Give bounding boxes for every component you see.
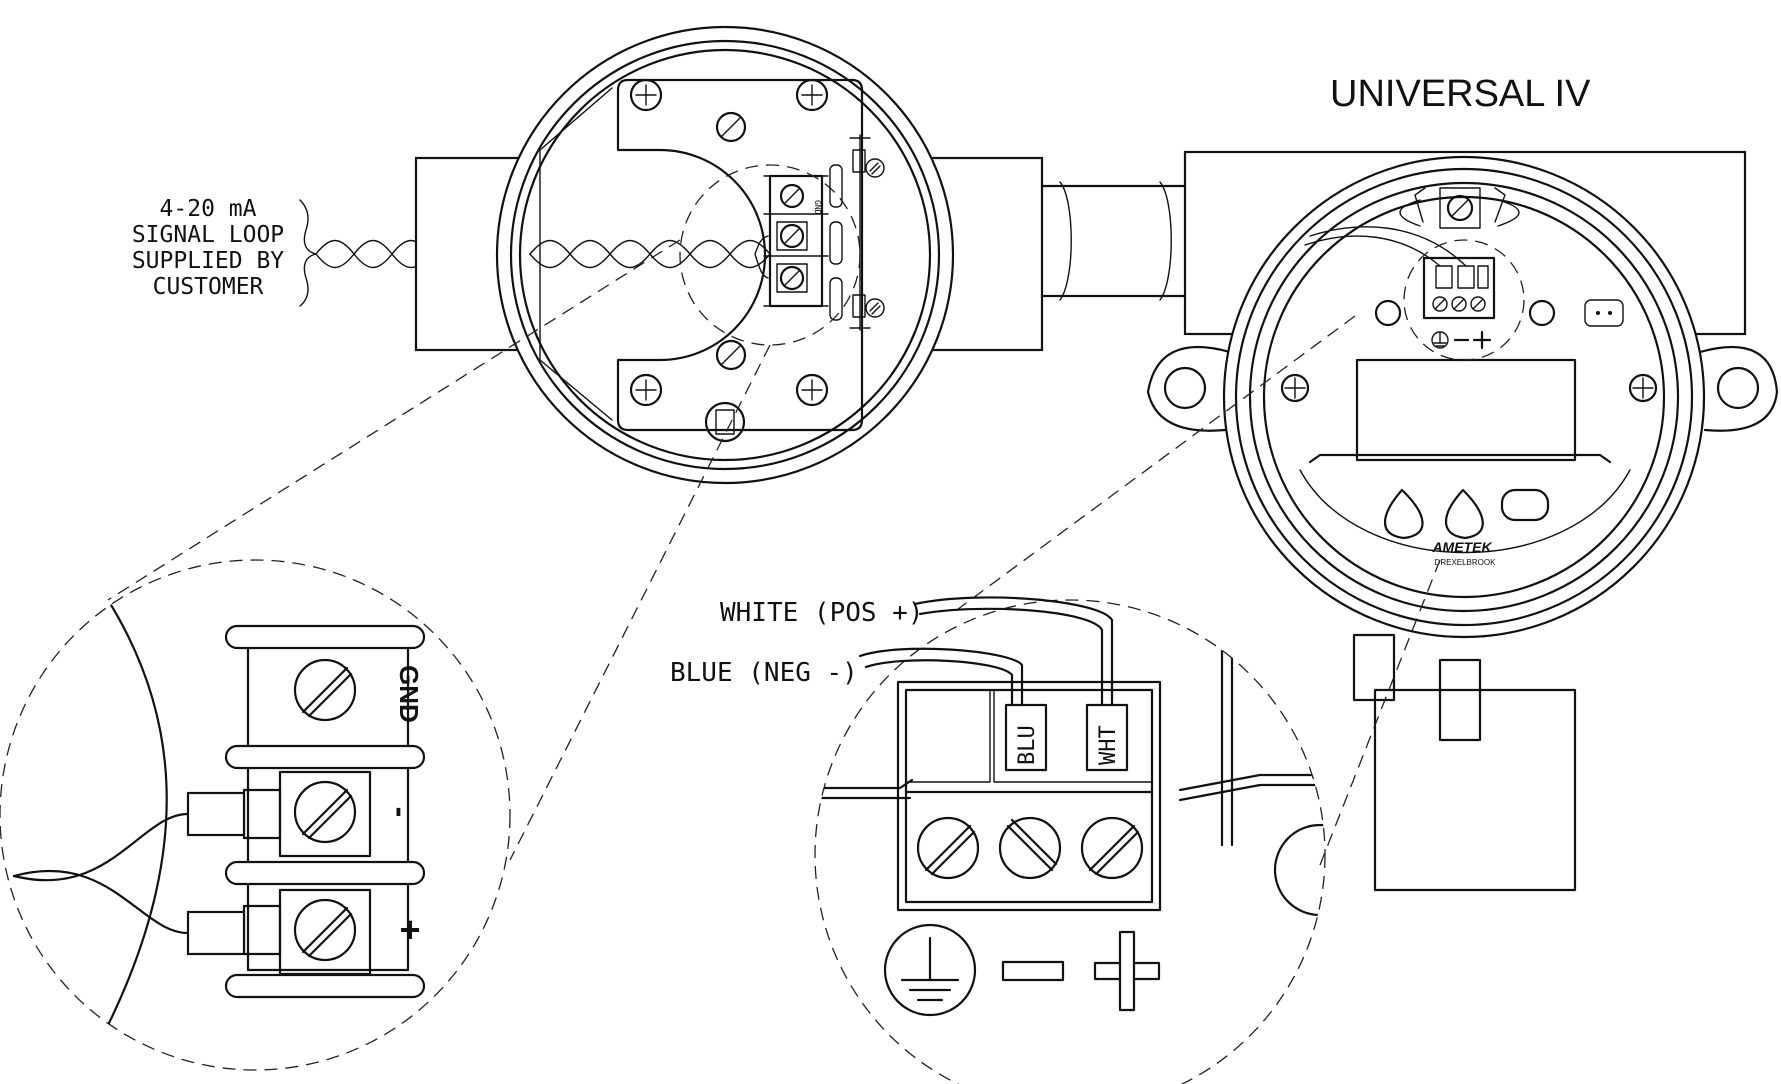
slot-screw-top bbox=[715, 111, 747, 143]
tube-label-blu: BLU bbox=[1015, 725, 1040, 765]
housing-screw-right bbox=[1628, 373, 1658, 403]
zoom-screw-3 bbox=[1080, 816, 1144, 880]
plus-symbol-icon bbox=[1093, 930, 1161, 1012]
plate-screw-br bbox=[795, 373, 829, 407]
right-zoom-detail: BLU WHT WHITE (POS +) BLUE (NEG -) bbox=[670, 596, 1326, 1084]
button-middle bbox=[1445, 488, 1484, 540]
jbox-gnd-small-label: GND bbox=[813, 200, 822, 215]
zoom-screw-1 bbox=[916, 816, 980, 880]
signal-label-line-3: SUPPLIED BY bbox=[132, 248, 284, 274]
jbox-term-pos bbox=[776, 263, 808, 293]
plate-screw-bl bbox=[629, 373, 663, 407]
mini-screw-3 bbox=[1470, 296, 1486, 312]
wire-label-white: WHITE (POS +) bbox=[720, 598, 924, 628]
jbox-plate bbox=[616, 78, 864, 432]
transmitter-housing: AMETEK DREXELBROOK bbox=[1040, 150, 1779, 892]
top-slot-screw bbox=[1439, 187, 1481, 229]
label-brace bbox=[299, 199, 317, 307]
zoom-transmitter-terminal bbox=[896, 680, 1162, 912]
zoom-screw-neg bbox=[242, 770, 372, 858]
ground-symbol-icon bbox=[883, 923, 977, 1017]
jbox-term-gnd bbox=[779, 183, 805, 209]
jbox-term-neg bbox=[776, 221, 808, 251]
mini-screw-1 bbox=[1432, 296, 1448, 312]
button-right bbox=[1500, 488, 1550, 522]
zoom-terminal-strip bbox=[246, 638, 410, 972]
signal-label-line-1: 4-20 mA bbox=[160, 196, 257, 222]
left-zoom-detail: GND - + bbox=[0, 559, 511, 1071]
zoom-screw-pos bbox=[242, 888, 372, 976]
minus-symbol-icon bbox=[1001, 960, 1065, 982]
mini-screw-2 bbox=[1451, 296, 1467, 312]
zoom-label-pos: + bbox=[399, 909, 420, 950]
slot-screw-bottom bbox=[715, 339, 747, 371]
twisted-pair-outside bbox=[315, 239, 431, 269]
button-left bbox=[1384, 488, 1424, 540]
housing-screw-left bbox=[1280, 373, 1310, 403]
signal-label-line-4: CUSTOMER bbox=[153, 274, 264, 300]
signal-loop-label: 4-20 mA SIGNAL LOOP SUPPLIED BY CUSTOMER bbox=[132, 196, 317, 307]
jbox-outer-ring bbox=[495, 25, 955, 485]
zoom-screw-gnd bbox=[293, 658, 357, 722]
zoom-label-neg: - bbox=[383, 807, 419, 818]
brand-logo: AMETEK bbox=[1431, 539, 1492, 555]
transmitter-outer-ring bbox=[1222, 155, 1706, 639]
plate-screw-tl bbox=[629, 78, 663, 112]
sub-brand-logo: DREXELBROOK bbox=[1435, 558, 1497, 567]
tube-wht bbox=[1085, 703, 1129, 772]
zoom-screw-2 bbox=[998, 816, 1062, 880]
signal-label-line-2: SIGNAL LOOP bbox=[132, 222, 284, 248]
mini-symbols bbox=[1431, 330, 1492, 350]
zoom-label-gnd: GND bbox=[394, 665, 424, 723]
tube-label-wht: WHT bbox=[1096, 725, 1121, 765]
tube-blu bbox=[1004, 703, 1048, 772]
wire-label-blue: BLUE (NEG -) bbox=[670, 658, 858, 688]
diagram-title: UNIVERSAL IV bbox=[1330, 73, 1591, 115]
ground-lug bbox=[704, 401, 746, 443]
junction-box: GND bbox=[414, 25, 1044, 485]
plate-screw-tr bbox=[795, 78, 829, 112]
